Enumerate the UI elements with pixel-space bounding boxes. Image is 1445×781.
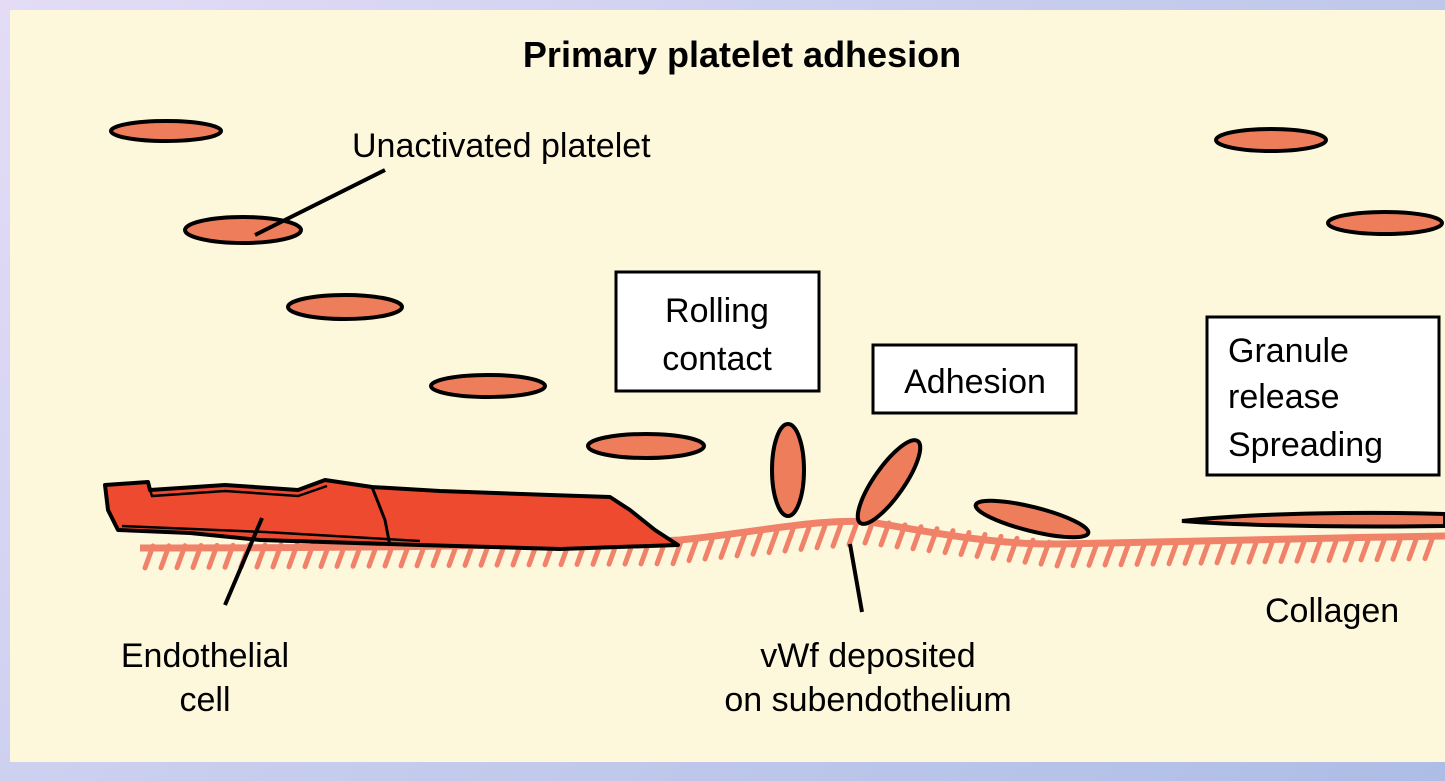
- platelet: [431, 375, 545, 397]
- contact-label: contact: [662, 340, 772, 378]
- endothelial-label: Endothelial: [121, 637, 289, 675]
- platelet: [588, 434, 704, 458]
- collagen-label: Collagen: [1265, 592, 1399, 630]
- adhesion-label: Adhesion: [904, 363, 1046, 401]
- adhesion-box: Adhesion: [873, 345, 1076, 413]
- release-label: release: [1228, 378, 1340, 416]
- unactivated-platelet-label: Unactivated platelet: [352, 127, 651, 165]
- granule-release-box: Granule release Spreading: [1207, 317, 1439, 475]
- platelet: [1216, 129, 1326, 151]
- granule-label: Granule: [1228, 332, 1349, 370]
- platelet: [288, 295, 402, 319]
- rolling-platelet: [772, 424, 804, 516]
- rolling-label: Rolling: [665, 292, 769, 330]
- subendothelium-label: on subendothelium: [724, 681, 1011, 719]
- cell-label: cell: [179, 681, 230, 719]
- diagram-title: Primary platelet adhesion: [523, 34, 961, 75]
- rolling-contact-box: Rolling contact: [616, 272, 819, 391]
- platelet: [1328, 212, 1442, 234]
- platelet: [111, 121, 221, 141]
- spreading-label: Spreading: [1228, 426, 1383, 464]
- vwf-deposited-label: vWf deposited: [760, 637, 975, 675]
